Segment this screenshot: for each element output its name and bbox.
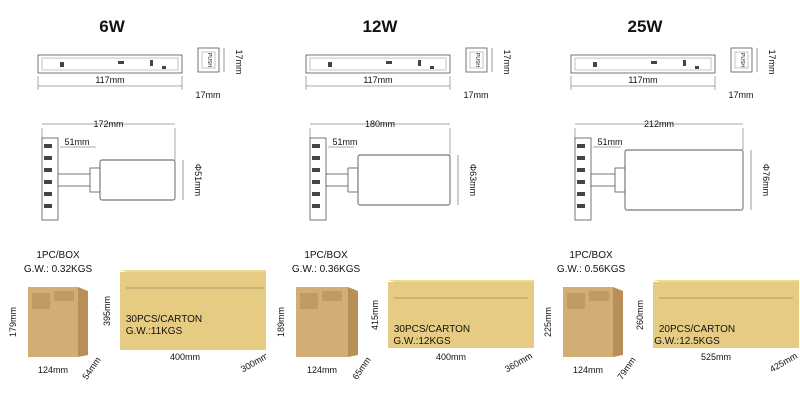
- push-label: PUSH: [474, 53, 480, 67]
- driver-side-view: PUSH: [730, 47, 753, 73]
- fixture-side-drawing: [574, 137, 744, 221]
- box-depth-dim: 79mm: [615, 355, 638, 381]
- pack-unit: 1PC/BOX: [569, 250, 613, 261]
- head-diameter-dim: Φ76mm: [761, 164, 771, 196]
- box-weight: G.W.: 0.56KGS: [557, 264, 626, 275]
- carton-width-dim: 400mm: [170, 352, 200, 362]
- box-width-dim: 124mm: [307, 365, 337, 375]
- box-weight: G.W.: 0.36KGS: [292, 264, 361, 275]
- head-diameter-dim: Φ63mm: [468, 164, 478, 196]
- arm-offset-dim: 51mm: [332, 137, 357, 147]
- box-height-dim: 179mm: [8, 307, 18, 337]
- driver-side-view: PUSH: [465, 47, 488, 73]
- carton-qty: 20PCS/CARTON: [659, 324, 735, 335]
- head-diameter-dim: Φ51mm: [193, 164, 203, 196]
- box-width-dim: 124mm: [38, 365, 68, 375]
- arm-total-dim: 172mm: [93, 119, 123, 129]
- pack-unit: 1PC/BOX: [36, 250, 80, 261]
- box-height-dim: 189mm: [276, 307, 286, 337]
- side-height-dim: 17mm: [767, 49, 777, 74]
- carton-depth-dim: 360mm: [503, 351, 534, 375]
- arm-offset-dim: 51mm: [64, 137, 89, 147]
- shipping-carton: [653, 280, 799, 348]
- side-width-dim: 17mm: [195, 90, 220, 100]
- arm-offset-dim: 51mm: [597, 137, 622, 147]
- shipping-carton: [120, 270, 266, 350]
- box-depth-dim: 54mm: [80, 355, 103, 381]
- box-weight: G.W.: 0.32KGS: [24, 264, 93, 275]
- carton-height-dim: 260mm: [635, 300, 645, 330]
- push-label: PUSH: [739, 53, 745, 67]
- carton-width-dim: 525mm: [701, 352, 731, 362]
- driver-top-view: [37, 54, 183, 74]
- push-label: PUSH: [206, 53, 212, 67]
- wattage-title: 12W: [363, 17, 399, 36]
- carton-weight: G.W.:12.5KGS: [654, 336, 720, 347]
- driver-top-view: [305, 54, 451, 74]
- carton-qty: 30PCS/CARTON: [126, 314, 202, 325]
- box-depth-dim: 65mm: [350, 355, 373, 381]
- carton-height-dim: 395mm: [102, 296, 112, 326]
- carton-depth-dim: 300mm: [239, 351, 266, 375]
- arm-total-dim: 180mm: [365, 119, 395, 129]
- gift-box: [296, 287, 358, 357]
- carton-weight: G.W.:11KGS: [126, 326, 183, 337]
- arm-total-dim: 212mm: [644, 119, 674, 129]
- fixture-side-drawing: [41, 137, 176, 221]
- carton-height-dim: 415mm: [370, 300, 380, 330]
- carton-width-dim: 400mm: [436, 352, 466, 362]
- shipping-carton: [388, 280, 534, 348]
- side-height-dim: 17mm: [502, 49, 512, 74]
- box-height-dim: 225mm: [543, 307, 553, 337]
- carton-qty: 30PCS/CARTON: [394, 324, 470, 335]
- wattage-title: 6W: [99, 17, 125, 36]
- pack-unit: 1PC/BOX: [304, 250, 348, 261]
- side-width-dim: 17mm: [463, 90, 488, 100]
- carton-depth-dim: 425mm: [768, 351, 799, 375]
- top-width-dim: 117mm: [95, 75, 124, 85]
- wattage-title: 25W: [628, 17, 664, 36]
- side-height-dim: 17mm: [234, 49, 244, 74]
- carton-weight: G.W.:12KGS: [393, 336, 451, 347]
- side-width-dim: 17mm: [728, 90, 753, 100]
- fixture-side-drawing: [309, 137, 451, 221]
- top-width-dim: 117mm: [628, 75, 657, 85]
- box-width-dim: 124mm: [573, 365, 603, 375]
- top-width-dim: 117mm: [363, 75, 392, 85]
- gift-box: [563, 287, 623, 357]
- gift-box: [28, 287, 88, 357]
- driver-top-view: [570, 54, 716, 74]
- driver-side-view: PUSH: [197, 47, 220, 73]
